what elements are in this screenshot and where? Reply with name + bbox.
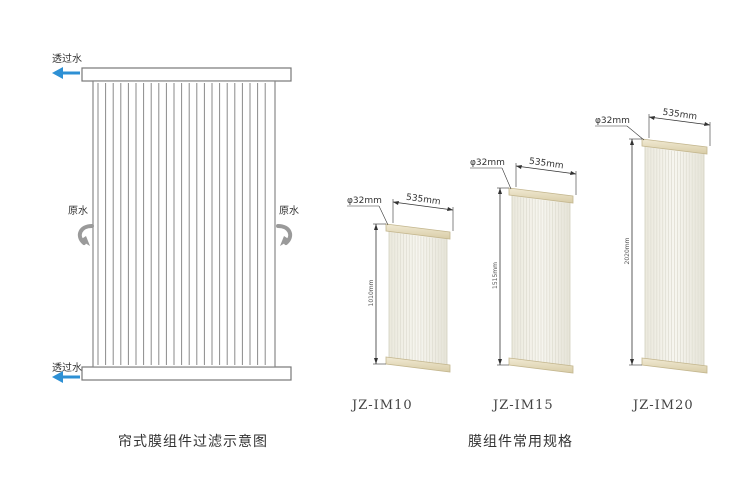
height-label: 1010mm: [368, 279, 375, 306]
filtration-schematic: 透过水 透过水 原水 原水: [52, 52, 299, 383]
membrane-module-1: 1010mm 535mm φ32mm: [347, 193, 454, 373]
width-label: 535mm: [405, 193, 441, 208]
top-header: [385, 223, 451, 240]
model-label-jz-im10: JZ-IM10: [352, 398, 413, 413]
raw-water-label-right: 原水: [279, 205, 299, 217]
bottom-header-pipe: [81, 366, 292, 381]
membrane-fibers: [97, 83, 266, 365]
module-fibers: [514, 196, 568, 367]
width-dimension: 535mm: [392, 193, 454, 231]
module-fibers: [391, 232, 445, 366]
top-header: [508, 187, 574, 204]
pipe-diameter-label: φ32mm: [347, 196, 382, 206]
membrane-frame: [92, 80, 276, 368]
height-label: 2020mm: [624, 237, 631, 264]
model-label-jz-im15: JZ-IM15: [493, 398, 554, 413]
permeate-arrow-top: [52, 67, 80, 79]
width-dimension: 535mm: [515, 157, 577, 195]
schematic-caption: 帘式膜组件过滤示意图: [118, 434, 268, 450]
pipe-diameter-label: φ32mm: [470, 158, 505, 168]
permeate-label-bottom: 透过水: [52, 361, 82, 374]
specs-caption: 膜组件常用规格: [468, 434, 573, 450]
top-header-pipe: [81, 67, 292, 82]
permeate-arrow-bottom: [52, 371, 80, 383]
top-header: [641, 138, 708, 155]
height-dimension: 1515mm: [492, 187, 509, 366]
raw-water-label-left: 原水: [68, 205, 88, 217]
height-dimension: 2020mm: [624, 138, 642, 366]
permeate-label-top: 透过水: [52, 52, 82, 65]
bottom-header: [508, 357, 574, 374]
width-label: 535mm: [662, 108, 698, 123]
membrane-module-3: 2020mm 535mm φ32mm: [595, 108, 711, 374]
height-dimension: 1010mm: [368, 223, 386, 365]
module-fibers: [647, 147, 702, 367]
pipe-diameter-label: φ32mm: [595, 116, 630, 126]
module-specs: 1010mm 535mm φ32mm 1515mm 535mm φ32mm 2020mm 53…: [347, 108, 711, 374]
raw-water-arrow-right-icon: [276, 224, 293, 246]
width-label: 535mm: [528, 157, 564, 172]
pipe-diameter-callout: φ32mm: [347, 196, 389, 226]
bottom-header: [385, 356, 451, 373]
model-label-jz-im20: JZ-IM20: [633, 398, 694, 413]
width-dimension: 535mm: [648, 108, 711, 146]
raw-water-arrow-left-icon: [77, 224, 94, 246]
membrane-module-2: 1515mm 535mm φ32mm: [470, 157, 577, 374]
height-label: 1515mm: [492, 262, 499, 289]
pipe-diameter-callout: φ32mm: [595, 116, 645, 141]
bottom-header: [641, 357, 708, 374]
pipe-diameter-callout: φ32mm: [470, 158, 512, 190]
